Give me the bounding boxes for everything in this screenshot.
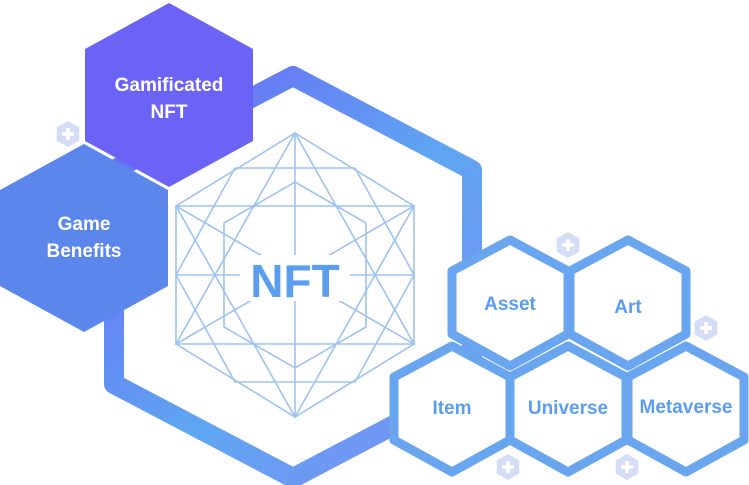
nft-center-label: NFT	[250, 255, 339, 307]
plus-icon	[694, 315, 718, 341]
hex-asset: Asset	[447, 235, 573, 371]
hex-asset-label: Asset	[484, 294, 536, 315]
hex-game-benefits-line1: Game	[58, 214, 111, 235]
plus-icon	[615, 454, 639, 480]
hex-universe-label: Universe	[528, 398, 608, 419]
nft-label-backing	[240, 255, 350, 301]
hex-item-label: Item	[432, 398, 471, 419]
hex-universe: Universe	[505, 341, 631, 477]
hex-gamificated-nft: Gamificated NFT	[85, 3, 253, 187]
plus-icon	[56, 121, 80, 147]
hex-gamificated-nft-line2: NFT	[151, 102, 188, 123]
hex-game-benefits: Game Benefits	[0, 144, 168, 332]
hex-metaverse-label: Metaverse	[640, 397, 733, 418]
plus-icon	[496, 454, 520, 480]
hex-art: Art	[565, 235, 691, 371]
hex-gamificated-nft-line1: Gamificated	[115, 75, 224, 96]
plus-icon	[556, 232, 580, 258]
hex-item: Item	[389, 341, 515, 477]
hex-art-label: Art	[614, 297, 642, 318]
hex-game-benefits-line2: Benefits	[47, 241, 122, 262]
hex-metaverse: Metaverse	[623, 341, 749, 477]
